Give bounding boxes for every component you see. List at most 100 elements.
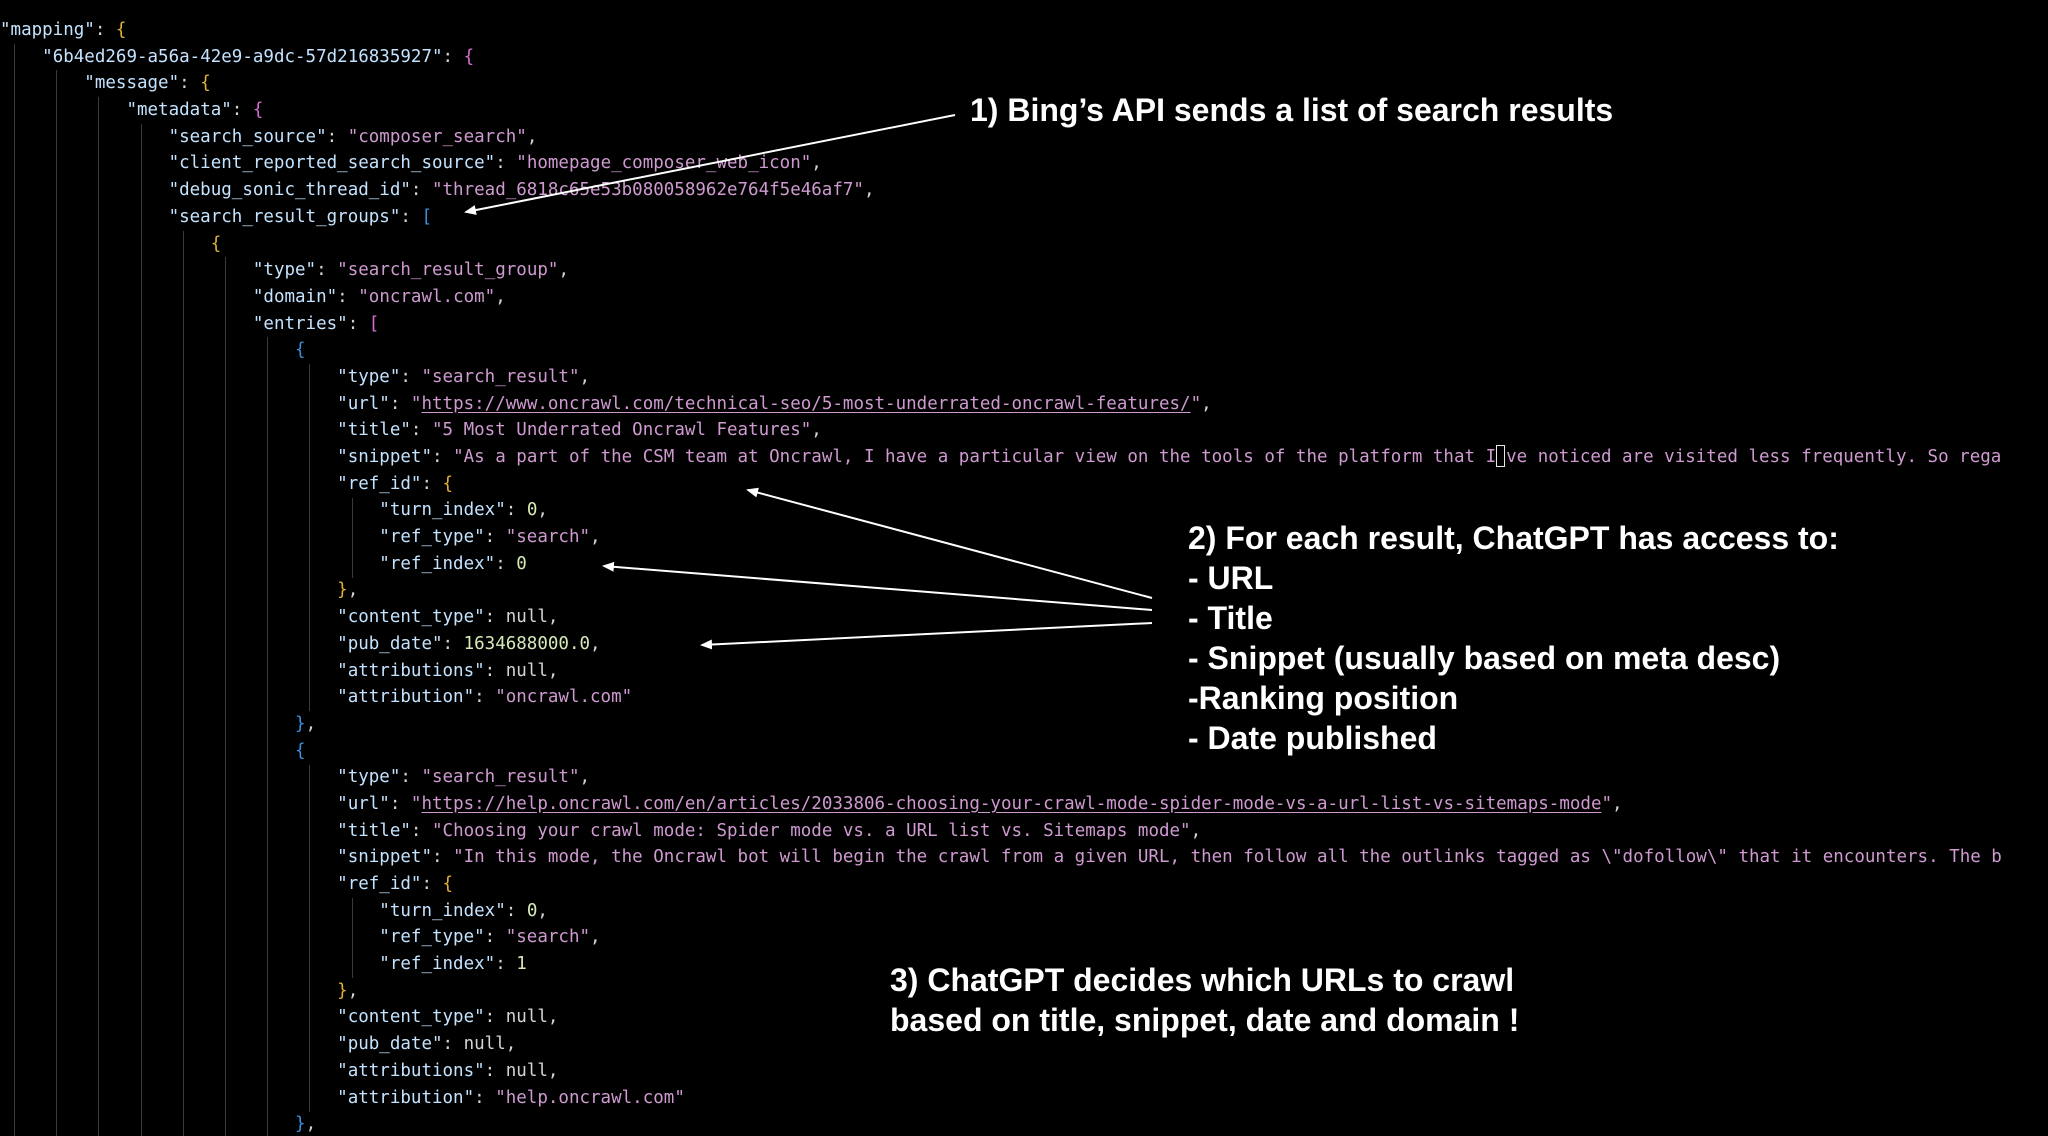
json-punctuation: ,: [547, 1007, 559, 1028]
code-indent: [0, 927, 379, 947]
json-bracket: {: [442, 874, 454, 894]
json-punctuation: ,: [505, 1034, 517, 1055]
json-key: "search_result_groups": [168, 206, 401, 227]
json-string: "Choosing your crawl mode: Spider mode v…: [432, 820, 1191, 841]
json-key: "snippet": [337, 447, 432, 467]
json-punctuation: :: [316, 260, 338, 281]
code-line: "pub_date": null,: [0, 1031, 2002, 1058]
code-line: "domain": "oncrawl.com",: [0, 284, 2002, 311]
json-key: "attributions": [337, 1060, 485, 1081]
code-indent: [0, 180, 169, 200]
text-cursor: [1496, 445, 1506, 467]
json-punctuation: :: [474, 1087, 496, 1108]
code-indent: [0, 954, 379, 974]
json-key: "attributions": [337, 660, 485, 681]
annotation-line: - Title: [1188, 600, 1273, 636]
code-line: "ref_id": {: [0, 871, 2002, 898]
json-punctuation: :: [484, 1060, 506, 1081]
code-indent: [0, 153, 169, 173]
code-line: {: [0, 337, 2002, 364]
json-number: 0: [526, 900, 538, 921]
json-punctuation: :: [442, 633, 464, 654]
json-url-link[interactable]: https://help.oncrawl.com/en/articles/203…: [421, 793, 1602, 814]
json-punctuation: ,: [537, 900, 548, 921]
code-line: "type": "search_result",: [0, 364, 2002, 391]
json-punctuation: :: [179, 73, 201, 94]
json-string: ": [1601, 793, 1613, 814]
code-indent: [0, 607, 337, 627]
json-key: "ref_id": [337, 473, 422, 494]
json-punctuation: ,: [537, 500, 548, 521]
json-punctuation: ,: [811, 420, 822, 441]
json-string: "composer_search": [347, 126, 527, 147]
json-bracket: {: [295, 740, 306, 761]
json-punctuation: :: [389, 393, 411, 414]
json-key: "type": [337, 366, 401, 387]
json-bracket: {: [442, 473, 454, 494]
json-bracket: {: [210, 233, 222, 254]
json-string: "As a part of the CSM team at Oncrawl, I…: [453, 447, 1497, 467]
json-null: null: [463, 1034, 506, 1055]
json-key: "ref_type": [379, 927, 485, 948]
json-punctuation: :: [400, 767, 422, 788]
json-punctuation: ,: [558, 260, 569, 281]
annotation-line: 1) Bing’s API sends a list of search res…: [970, 92, 1614, 128]
code-indent: [0, 394, 337, 414]
code-indent: [0, 661, 337, 681]
json-punctuation: ,: [863, 180, 875, 201]
code-line: "url": "https://help.oncrawl.com/en/arti…: [0, 791, 2002, 818]
annotation-line: 3) ChatGPT decides which URLs to crawl: [890, 962, 1515, 998]
json-punctuation: ,: [347, 980, 359, 1001]
code-indent: [0, 847, 337, 867]
json-bracket: }: [295, 713, 306, 734]
json-key: "url": [337, 393, 390, 414]
json-punctuation: :: [326, 126, 348, 147]
code-line: "turn_index": 0,: [0, 497, 2002, 524]
json-string: "search_result_group": [337, 260, 559, 281]
json-punctuation: ,: [526, 126, 538, 147]
code-indent: [0, 1007, 337, 1027]
code-indent: [0, 1114, 295, 1134]
json-punctuation: :: [484, 1007, 506, 1028]
annotation-line: - URL: [1188, 560, 1274, 596]
json-string: "5 Most Underrated Oncrawl Features": [432, 420, 812, 441]
code-indent: [0, 340, 295, 360]
code-indent: [0, 73, 84, 93]
json-punctuation: ,: [1201, 393, 1212, 414]
code-indent: [0, 981, 337, 1001]
json-string: "In this mode, the Oncrawl bot will begi…: [453, 847, 2002, 868]
json-null: null: [505, 660, 548, 681]
json-punctuation: ,: [305, 713, 317, 734]
json-punctuation: :: [94, 20, 116, 40]
json-url-link[interactable]: https://www.oncrawl.com/technical-seo/5-…: [421, 393, 1191, 414]
json-bracket: [: [368, 313, 380, 334]
code-indent: [0, 474, 337, 494]
json-key: "title": [337, 420, 411, 441]
json-key: "6b4ed269-a56a-42e9-a9dc-57d216835927": [42, 46, 443, 67]
code-line: "snippet": "In this mode, the Oncrawl bo…: [0, 844, 2002, 871]
code-indent: [0, 447, 337, 467]
code-indent: [0, 554, 379, 574]
json-punctuation: :: [484, 607, 506, 628]
code-line: "debug_sonic_thread_id": "thread_6818c65…: [0, 177, 2002, 204]
json-punctuation: :: [410, 820, 432, 841]
json-punctuation: ,: [590, 927, 601, 948]
json-punctuation: ,: [495, 286, 506, 307]
code-line: "turn_index": 0,: [0, 898, 2002, 925]
json-code-view[interactable]: "mapping": { "6b4ed269-a56a-42e9-a9dc-57…: [0, 17, 2002, 1136]
json-key: "ref_index": [379, 553, 496, 574]
json-key: "ref_index": [379, 954, 496, 975]
json-key: "pub_date": [337, 1034, 443, 1055]
annotation-crawl-decision: 3) ChatGPT decides which URLs to crawl b…: [890, 960, 1519, 1040]
code-indent: [0, 47, 42, 67]
code-line: "attribution": "help.oncrawl.com": [0, 1085, 2002, 1112]
json-number: 0: [516, 553, 527, 574]
json-null: null: [505, 1007, 548, 1028]
json-null: null: [505, 1060, 548, 1081]
code-line: "mapping": {: [0, 17, 2002, 44]
code-line: "pub_date": 1634688000.0,: [0, 631, 2002, 658]
code-line: "ref_type": "search",: [0, 524, 2002, 551]
json-string: ": [1190, 393, 1202, 414]
json-string: "search_result": [421, 366, 580, 387]
